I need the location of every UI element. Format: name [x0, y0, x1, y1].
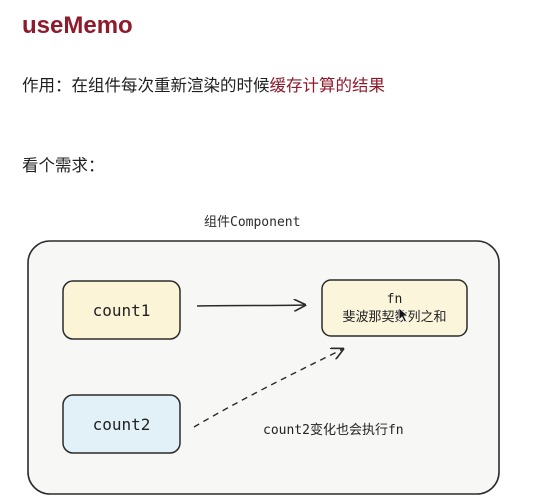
page-title: useMemo [22, 12, 133, 39]
cursor-arrow-icon [398, 307, 410, 323]
purpose-prefix: 作用：在组件每次重新渲染的时候 [22, 76, 270, 95]
component-label: 组件Component [204, 215, 301, 230]
purpose-line: 作用：在组件每次重新渲染的时候缓存计算的结果 [22, 72, 385, 96]
count2-box [62, 394, 181, 454]
note-text: count2变化也会执行fn [263, 423, 404, 438]
arrow-count1-to-fn [196, 305, 305, 306]
purpose-highlight: 缓存计算的结果 [269, 76, 386, 95]
fn-name: fn [386, 292, 403, 307]
count1-label: count1 [92, 300, 151, 320]
fn-content: fn 斐波那契数列之和 [322, 282, 467, 336]
count2-label: count2 [92, 414, 151, 434]
fn-description: 斐波那契数列之和 [342, 310, 447, 325]
component-container [27, 240, 500, 495]
need-label: 看个需求： [22, 156, 105, 175]
count1-box [62, 280, 181, 340]
fn-box [321, 279, 468, 337]
arrow-count2-to-fn [193, 349, 343, 428]
